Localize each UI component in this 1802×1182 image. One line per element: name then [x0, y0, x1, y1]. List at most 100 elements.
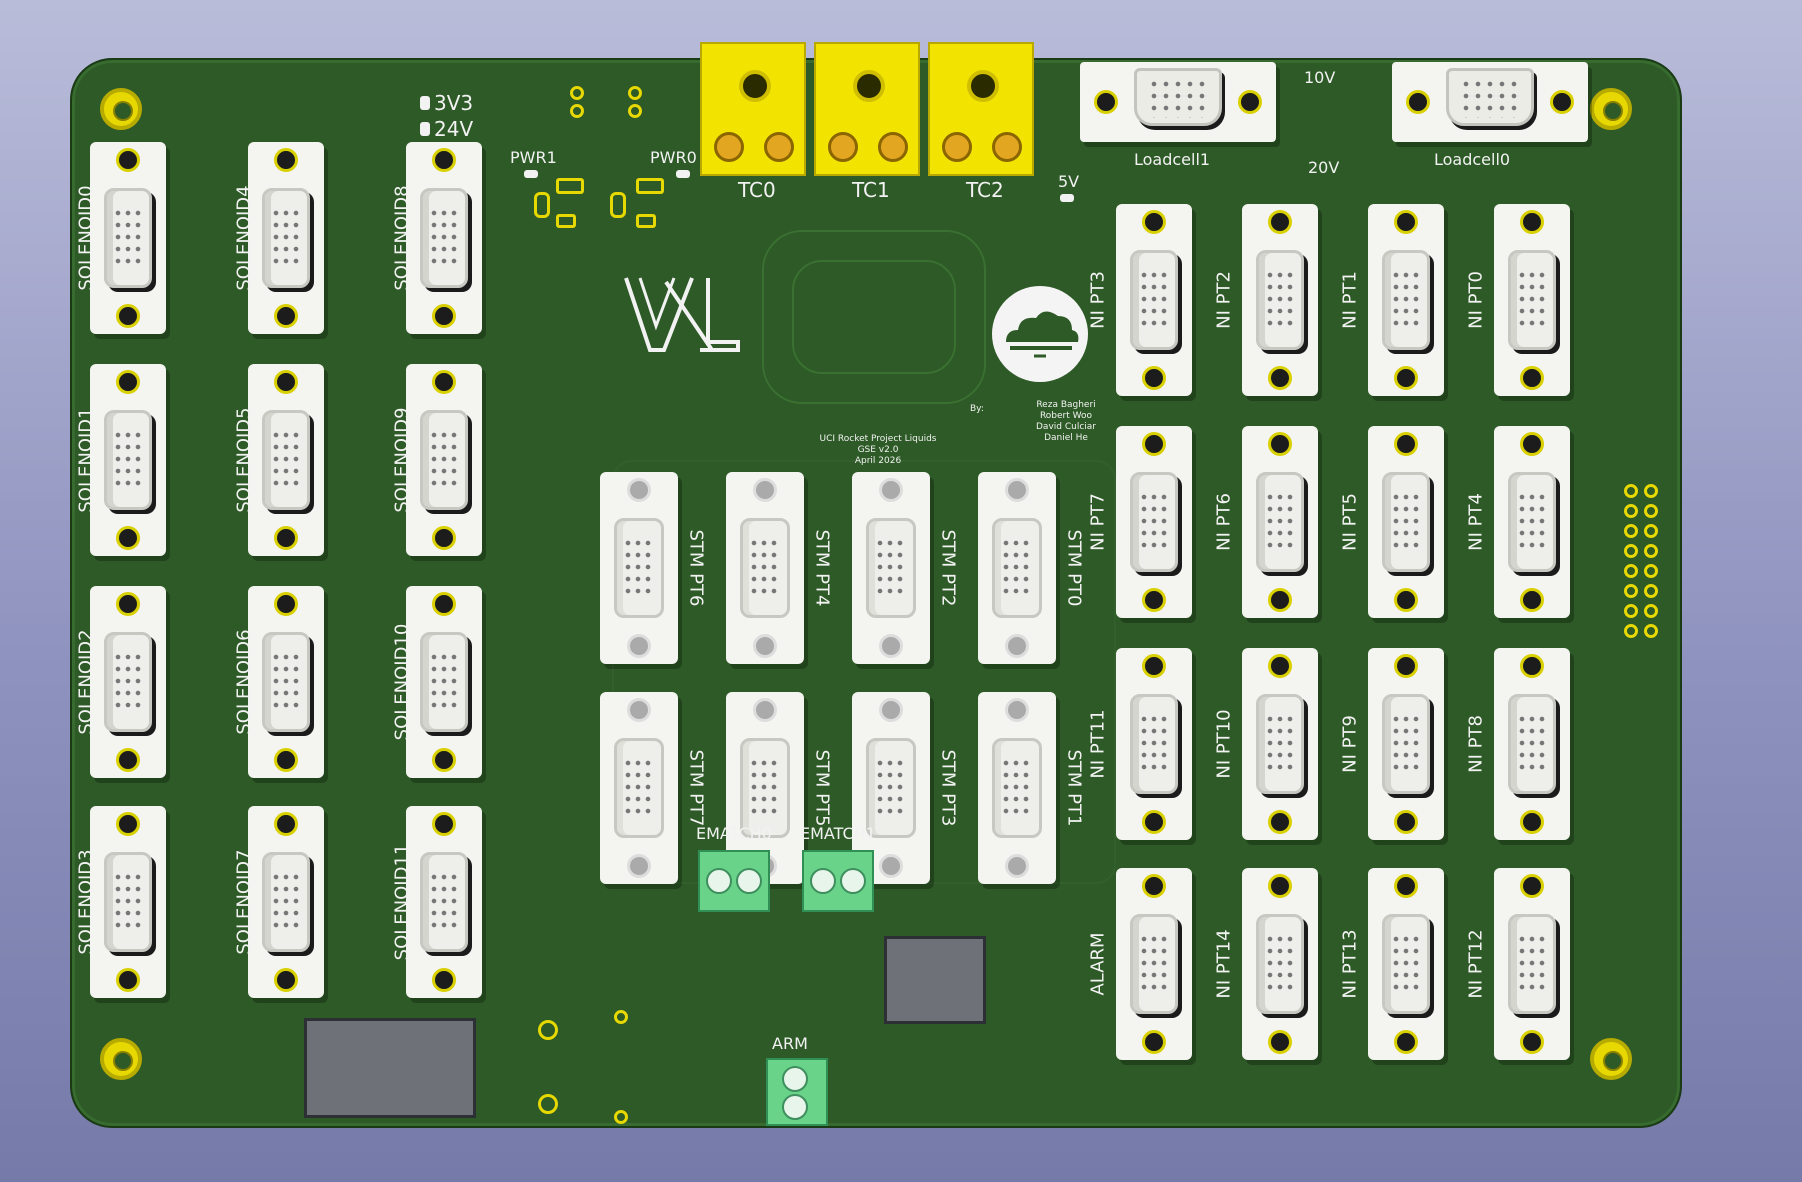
- thermocouple-tc0[interactable]: [700, 42, 806, 176]
- db-pins: [1516, 933, 1548, 995]
- loadcell1-connector[interactable]: [1080, 62, 1276, 142]
- ni-connector[interactable]: [1494, 204, 1570, 396]
- solenoid-connector[interactable]: [248, 142, 324, 334]
- pad: [538, 1020, 558, 1040]
- db-screw: [274, 812, 298, 836]
- ni-connector[interactable]: [1242, 204, 1318, 396]
- header-pin: [1644, 484, 1658, 498]
- ematch0-terminal[interactable]: [698, 850, 770, 912]
- solenoid-connector[interactable]: [248, 586, 324, 778]
- db-screw: [116, 526, 140, 550]
- db-screw: [116, 304, 140, 328]
- led-5v: [1060, 194, 1074, 202]
- db-screw: [1142, 810, 1166, 834]
- db-pins: [270, 871, 302, 933]
- tc-screw: [764, 132, 794, 162]
- solenoid-label: SOLENOID11: [391, 843, 413, 961]
- ni-connector[interactable]: [1242, 648, 1318, 840]
- loadcell0-connector[interactable]: [1392, 62, 1588, 142]
- ematch1-terminal[interactable]: [802, 850, 874, 912]
- mounting-hole-bottom-left: [100, 1038, 142, 1080]
- ni-label: NI PT5: [1339, 493, 1361, 551]
- header-pin: [1644, 604, 1658, 618]
- solenoid-connector[interactable]: [90, 806, 166, 998]
- thermocouple-tc1[interactable]: [814, 42, 920, 176]
- terminal-screw: [840, 868, 866, 894]
- db-pins: [1390, 491, 1422, 553]
- db-screw: [432, 526, 456, 550]
- solenoid-connector[interactable]: [406, 586, 482, 778]
- db-screw: [432, 148, 456, 172]
- db-pins: [270, 429, 302, 491]
- solenoid-connector[interactable]: [248, 806, 324, 998]
- db-screw: [1142, 366, 1166, 390]
- stm-connector[interactable]: [978, 472, 1056, 664]
- pad: [614, 1010, 628, 1024]
- db-screw: [627, 854, 651, 878]
- stm-connector[interactable]: [726, 472, 804, 664]
- solenoid-connector[interactable]: [90, 586, 166, 778]
- stm-connector[interactable]: [978, 692, 1056, 884]
- ni-connector[interactable]: [1116, 648, 1192, 840]
- credits-by: By:: [970, 404, 984, 414]
- db-screw: [879, 698, 903, 722]
- ni-connector[interactable]: [1242, 426, 1318, 618]
- db-screw: [116, 592, 140, 616]
- db-screw: [116, 968, 140, 992]
- header-pin: [1644, 624, 1658, 638]
- solenoid-label: SOLENOID0: [75, 185, 97, 291]
- stm-connector[interactable]: [600, 692, 678, 884]
- ni-connector[interactable]: [1116, 426, 1192, 618]
- pad: [628, 104, 642, 118]
- mounting-hole-top-left: [100, 88, 142, 130]
- header-pin: [1644, 564, 1658, 578]
- db-screw: [1268, 432, 1292, 456]
- db-screw: [1394, 210, 1418, 234]
- header-pin: [1624, 484, 1638, 498]
- solenoid-connector[interactable]: [406, 806, 482, 998]
- header-pin: [1644, 504, 1658, 518]
- solenoid-label: SOLENOID4: [233, 185, 255, 291]
- solenoid-connector[interactable]: [406, 364, 482, 556]
- db-screw: [879, 854, 903, 878]
- db-pins: [1460, 78, 1520, 118]
- solenoid-label: SOLENOID2: [75, 629, 97, 735]
- solenoid-connector[interactable]: [248, 364, 324, 556]
- arm-terminal[interactable]: [766, 1058, 828, 1126]
- db-screw: [1238, 90, 1262, 114]
- db-screw: [1142, 874, 1166, 898]
- ni-connector[interactable]: [1368, 426, 1444, 618]
- ni-connector[interactable]: [1494, 648, 1570, 840]
- ni-label: NI PT4: [1465, 493, 1487, 551]
- db-screw: [274, 968, 298, 992]
- cloud-icon: [1006, 311, 1079, 358]
- stm-connector[interactable]: [600, 472, 678, 664]
- db-screw: [1094, 90, 1118, 114]
- thermocouple-tc2[interactable]: [928, 42, 1034, 176]
- ni-connector[interactable]: [1494, 868, 1570, 1060]
- ni-connector[interactable]: [1368, 648, 1444, 840]
- ni-connector[interactable]: [1242, 868, 1318, 1060]
- project-version: GSE v2.0: [857, 445, 899, 455]
- ni-connector[interactable]: [1116, 868, 1192, 1060]
- ni-connector[interactable]: [1368, 868, 1444, 1060]
- db-pins: [1138, 491, 1170, 553]
- label-ematch0: EMATCH0: [696, 824, 772, 843]
- solenoid-connector[interactable]: [406, 142, 482, 334]
- db-screw: [116, 370, 140, 394]
- db-screw: [1520, 810, 1544, 834]
- cloud-logo: [992, 286, 1088, 382]
- stm-connector[interactable]: [852, 472, 930, 664]
- solenoid-connector[interactable]: [90, 142, 166, 334]
- tc-screw: [878, 132, 908, 162]
- ni-connector[interactable]: [1116, 204, 1192, 396]
- db-pins: [1148, 78, 1208, 118]
- ni-connector[interactable]: [1368, 204, 1444, 396]
- db-screw: [1406, 90, 1430, 114]
- db-screw: [1520, 366, 1544, 390]
- header-pin: [1624, 524, 1638, 538]
- db-screw: [1268, 874, 1292, 898]
- ni-connector[interactable]: [1494, 426, 1570, 618]
- smd-pad: [556, 214, 576, 228]
- solenoid-connector[interactable]: [90, 364, 166, 556]
